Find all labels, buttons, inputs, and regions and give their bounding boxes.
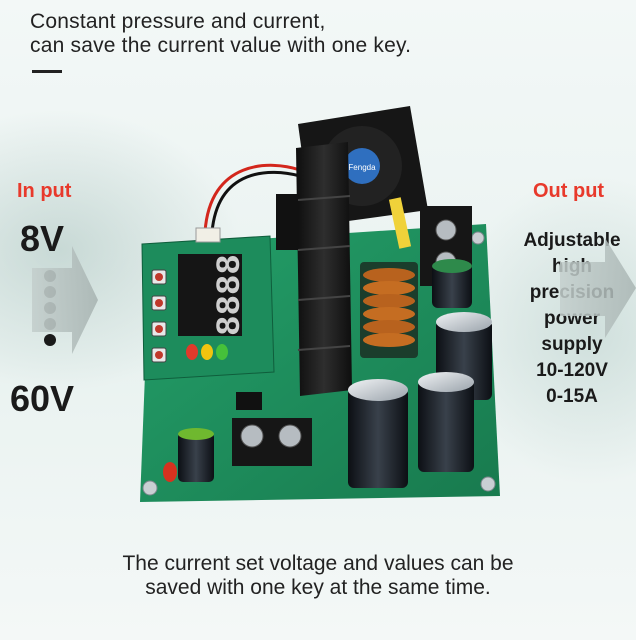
- key-button-cap: [155, 351, 163, 359]
- output-spec-line: supply: [541, 334, 603, 355]
- terminal-screw: [435, 219, 457, 241]
- mount-hole: [471, 231, 485, 245]
- input-voltage-max: 60V: [10, 378, 75, 419]
- terminal-screw: [278, 424, 302, 448]
- key-button-cap: [155, 299, 163, 307]
- output-spec-line: 0-15A: [546, 386, 598, 407]
- footer-line-2: saved with one key at the same time.: [145, 576, 491, 599]
- fan-hub-center: [344, 148, 380, 184]
- status-led-red: [186, 344, 198, 360]
- key-button-cap: [155, 273, 163, 281]
- status-led-green: [216, 344, 228, 360]
- heatsink-fin: [297, 345, 351, 351]
- heatsink-fin: [297, 245, 351, 251]
- input-voltage-min: 8V: [20, 218, 65, 259]
- inductor-coil: [363, 268, 415, 347]
- fan-wire-black: [210, 170, 301, 233]
- heatsink-fin: [297, 195, 351, 201]
- red-capacitor: [163, 462, 177, 482]
- output-spec-line: 10-120V: [536, 360, 608, 381]
- footer-line-1: The current set voltage and values can b…: [122, 552, 514, 575]
- input-label: In put: [17, 180, 72, 202]
- heatsink: [296, 142, 352, 396]
- small-capacitor: [432, 264, 472, 308]
- capacitor-top: [432, 259, 472, 273]
- fan-label: Fengda: [348, 163, 376, 172]
- mount-hole: [142, 480, 158, 496]
- led-display-digits: 8888: [212, 254, 250, 336]
- output-spec-line: Adjustable: [523, 230, 621, 251]
- dot: [44, 334, 56, 346]
- capacitor-bank: [348, 312, 492, 488]
- heatsink-fin: [297, 295, 351, 301]
- led-display: [178, 254, 242, 336]
- footer-caption: The current set voltage and values can b…: [40, 552, 596, 600]
- input-arrow: [32, 246, 98, 354]
- control-ic: [236, 392, 262, 410]
- key-button-cap: [155, 325, 163, 333]
- mosfet: [276, 194, 298, 250]
- output-arrow: [560, 238, 636, 338]
- headline-underline: [32, 70, 62, 73]
- headline-line-1: Constant pressure and current,: [30, 10, 326, 33]
- mount-hole: [480, 476, 496, 492]
- status-led-yellow: [201, 344, 213, 360]
- headline-line-2: can save the current value with one key.: [30, 34, 412, 57]
- fuse: [388, 197, 412, 249]
- output-label: Out put: [533, 180, 605, 202]
- input-capacitor: [178, 432, 214, 482]
- headline: Constant pressure and current, can save …: [30, 10, 550, 58]
- fan-wire-red: [203, 163, 301, 233]
- fan-connector: [195, 227, 221, 243]
- capacitor-top: [178, 428, 214, 440]
- terminal-screw: [240, 424, 264, 448]
